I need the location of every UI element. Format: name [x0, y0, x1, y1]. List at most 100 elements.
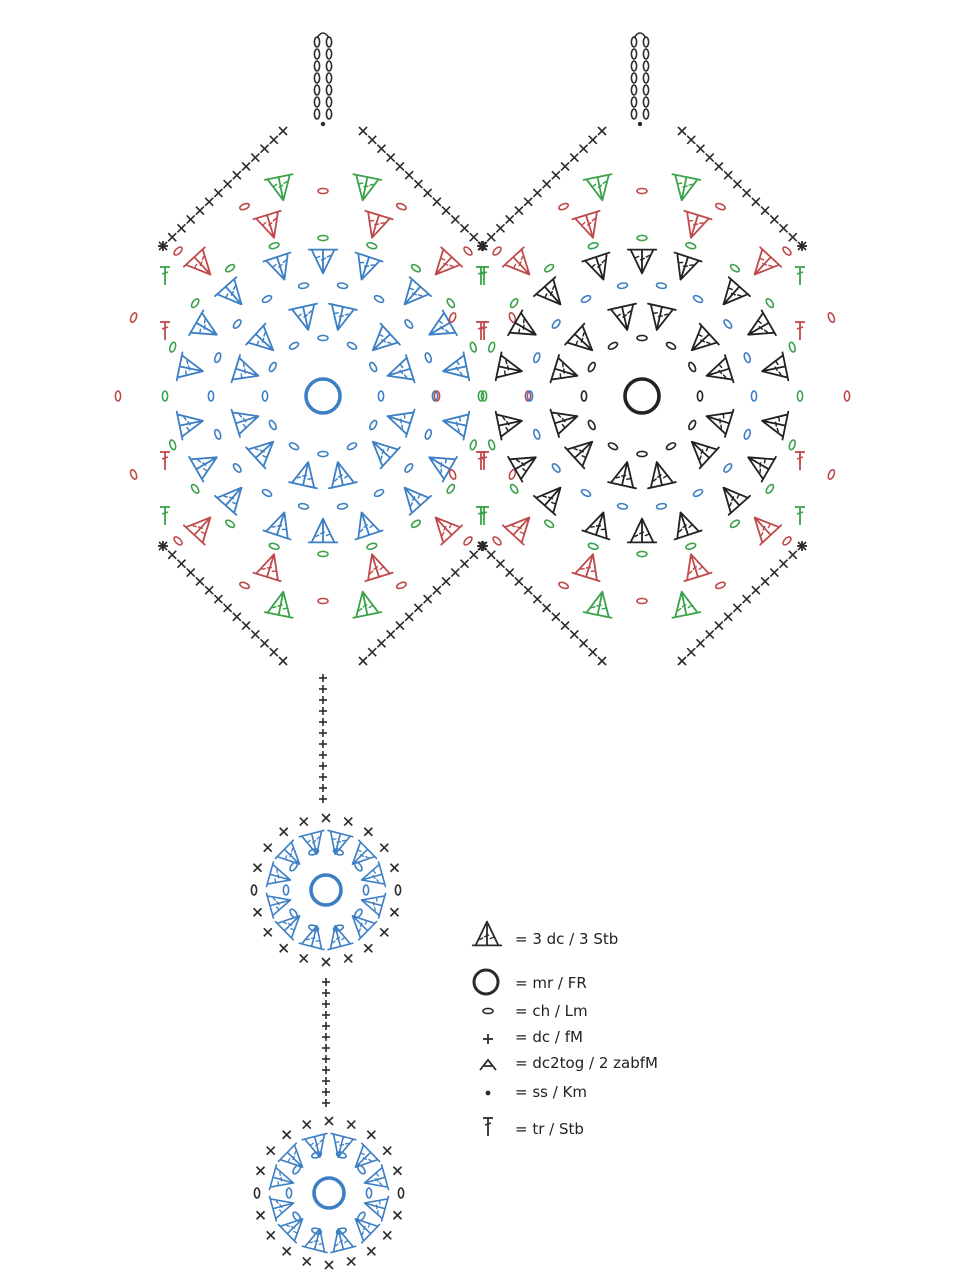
single-crochet-stitch: [259, 638, 270, 648]
slip-stitch-icon: [485, 1090, 491, 1096]
chain-stitch: [288, 341, 300, 350]
single-crochet-stitch: [760, 206, 770, 216]
three-dc-cluster: [265, 861, 292, 888]
chain-stitch: [532, 352, 541, 364]
single-crochet-stitch: [232, 612, 242, 622]
chain-stitch: [750, 390, 758, 402]
chain-stitch: [630, 72, 638, 84]
single-crochet-stitch: [705, 629, 715, 640]
chain-stitch: [232, 319, 242, 329]
chain-stitch: [729, 519, 740, 529]
small-edge-stitches: [250, 813, 402, 967]
chain-stitch: [551, 463, 561, 473]
single-crochet-stitch: [213, 594, 223, 604]
single-crochet-stitch: [252, 863, 263, 873]
chain-stitch: [169, 439, 177, 451]
small-motif-1: [250, 813, 402, 967]
single-crochet-stitch: [677, 126, 687, 136]
three-dc-cluster: [564, 440, 594, 470]
chain-stitch: [488, 439, 496, 451]
slip-stitch: [637, 121, 643, 127]
three-dc-cluster: [533, 486, 562, 516]
top-right-loop: [630, 32, 650, 120]
chain-stitch: [827, 312, 836, 324]
plus-stitch: [797, 241, 807, 251]
chain-icon: [482, 1007, 494, 1015]
chain-stitch: [433, 390, 441, 402]
chain-stitch: [313, 36, 321, 48]
three-dc-cluster: [371, 440, 401, 470]
chain-stitch: [482, 1007, 494, 1015]
chain-stitch: [532, 428, 541, 440]
chain-stitch: [480, 390, 488, 402]
chain-stitch: [558, 202, 570, 211]
chain-stitch: [642, 60, 650, 72]
three-dc-cluster: [722, 276, 751, 306]
chain-stitch: [655, 502, 668, 510]
three-dc-cluster: [301, 1227, 328, 1254]
three-dc-cluster: [761, 351, 790, 382]
single-crochet-stitch: [367, 647, 377, 657]
chain-stitch: [282, 884, 290, 896]
three-dc-cluster: [747, 455, 777, 483]
legend-label-chain: = ch / Lm: [515, 1002, 588, 1020]
single-crochet-stitch: [450, 567, 460, 578]
single-crochet-stitch: [432, 197, 442, 207]
chain-stitch: [313, 48, 321, 60]
round-2-chains: [580, 334, 704, 458]
small-edge-stitches: [253, 1116, 405, 1270]
slip-stitch: [320, 121, 326, 127]
chain-stitch: [788, 341, 796, 353]
treble-stitch: [160, 266, 170, 285]
single-crochet-stitch: [282, 1130, 292, 1140]
chain-stitch: [410, 263, 421, 273]
chain-stitch: [642, 36, 650, 48]
right-hexagon-motif: [433, 126, 851, 666]
single-crochet-stitch: [232, 170, 242, 180]
three-dc-cluster: [307, 248, 339, 275]
three-dc-cluster: [647, 302, 677, 331]
chain-stitch: [239, 202, 251, 211]
chain-stitch: [317, 187, 329, 195]
chain-stitch: [642, 96, 650, 108]
single-crochet-stitch: [213, 188, 223, 198]
round-5-clusters: [175, 248, 471, 544]
single-crochet-stitch: [686, 647, 696, 657]
legend-label-single-crochet: = dc / fM: [515, 1028, 583, 1046]
chain-stitch: [526, 390, 534, 402]
round-4-chains: [207, 282, 439, 510]
chain-stitch: [469, 439, 477, 451]
plus-stitch: [158, 541, 168, 551]
single-crochet-stitch: [523, 585, 533, 595]
three-dc-cluster: [501, 246, 531, 276]
three-dc-cluster: [262, 511, 292, 541]
chain-stitch: [285, 1187, 293, 1199]
chain-stitch: [488, 341, 496, 353]
single-crochet-stitch: [751, 197, 761, 207]
left-hexagon-motif: [114, 126, 532, 666]
three-dc-cluster: [507, 455, 537, 483]
single-crochet-stitch: [560, 621, 570, 631]
single-crochet-stitch: [404, 612, 414, 622]
chain-stitch: [336, 282, 349, 290]
three-dc-cluster: [364, 553, 394, 583]
single-crochet-stitch: [363, 943, 373, 953]
three-dc-cluster: [549, 354, 579, 384]
single-crochet-stitch: [542, 603, 552, 613]
chain-stitch: [317, 450, 329, 458]
small-clusters: [268, 1132, 390, 1254]
chain-stitch: [207, 390, 215, 402]
single-crochet-stitch: [441, 206, 451, 216]
single-crochet-stitch: [278, 656, 288, 666]
three-dc-cluster: [252, 209, 282, 239]
treble-stitch: [479, 451, 489, 470]
chain-stitch: [213, 352, 222, 364]
chain-stitch: [261, 294, 273, 304]
three-dc-cluster: [214, 486, 243, 516]
legend-item-dc2tog: = dc2tog / 2 zabfM: [479, 1054, 658, 1072]
chain-stitch: [692, 488, 704, 498]
chain-stitch: [607, 442, 619, 451]
treble-stitch: [795, 266, 805, 285]
treble-stitch: [479, 321, 489, 340]
